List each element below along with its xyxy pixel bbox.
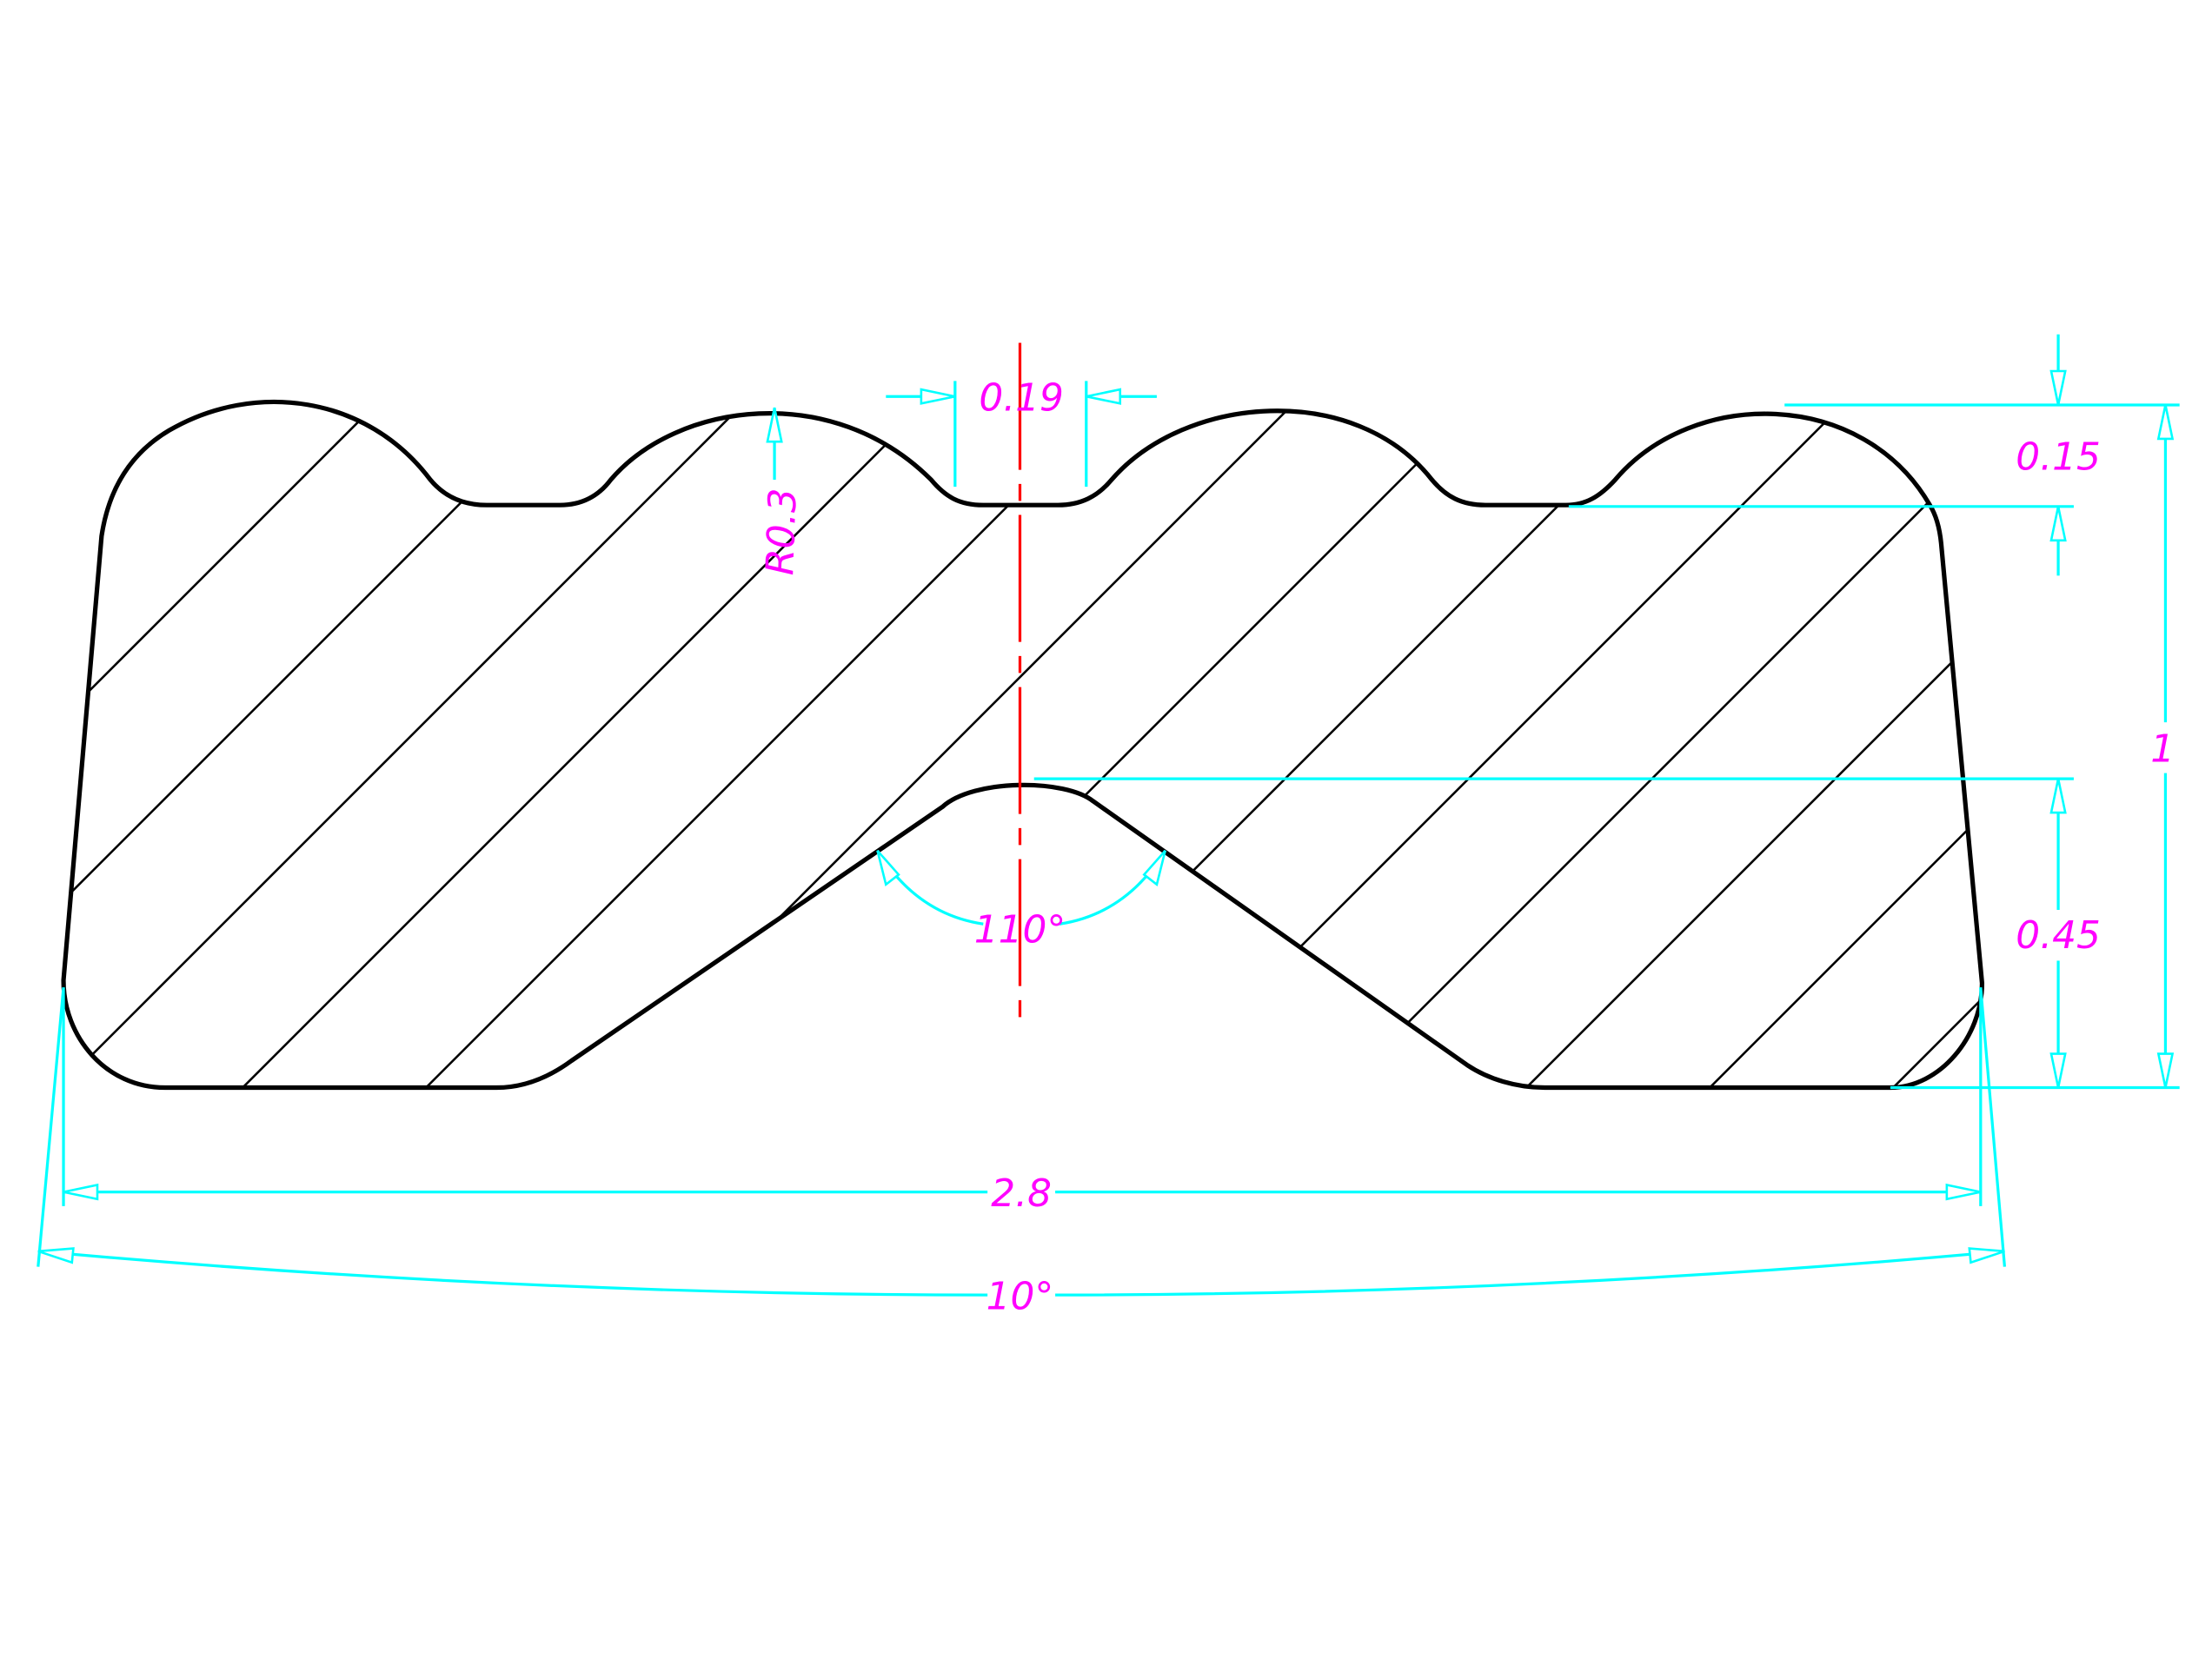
hatch-line: [1668, 401, 1983, 1088]
dim-notch-angle: 110°: [876, 849, 1167, 952]
radius-label: R0.3: [758, 488, 805, 576]
hatch-line: [751, 401, 1599, 1088]
dim-radius: R0.3: [758, 407, 806, 576]
taper-angle-label: 10°: [986, 1274, 1054, 1318]
hatch-line: [63, 401, 499, 1088]
total-height-label: 1: [2150, 727, 2175, 772]
tooth-height-label: 0.15: [2016, 435, 2101, 480]
dim-tooth-height: 0.15: [1568, 334, 2180, 576]
hatch-line: [1485, 401, 1983, 1088]
groove-width-label: 0.19: [979, 375, 1064, 420]
hatch-line: [1851, 401, 1983, 1088]
hatch-line: [1301, 401, 1983, 1088]
dim-total-height: 1: [2147, 404, 2184, 1088]
dim-groove-width: 0.19: [886, 375, 1157, 488]
profile-outline: [61, 399, 1985, 1091]
hatch-line: [1118, 401, 1966, 1088]
hatch-line: [384, 401, 1232, 1088]
hatch-line: [63, 401, 682, 1088]
dim-notch-depth: 0.45: [1033, 777, 2180, 1090]
hatch-line: [2036, 282, 2212, 1129]
dim-taper-angle: 10°: [37, 987, 2007, 1318]
dim-total-width: 2.8: [62, 987, 1983, 1216]
notch-angle-label: 110°: [974, 907, 1066, 952]
hatch-line: [63, 401, 866, 1088]
notch-depth-label: 0.45: [2016, 913, 2101, 958]
total-width-label: 2.8: [991, 1171, 1052, 1216]
